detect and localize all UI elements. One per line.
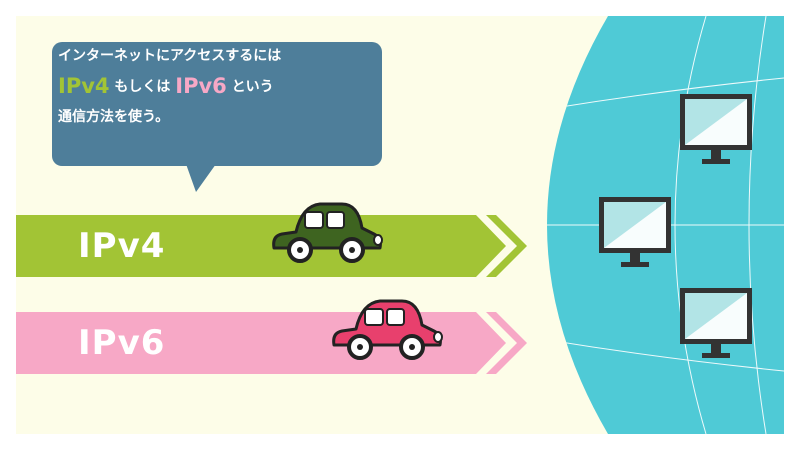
ipv4-lane-label: IPv4 [78, 226, 166, 266]
bubble-mid-text: もしくは [114, 79, 171, 95]
bubble-line-2: IPv4 もしくは IPv6 という [58, 71, 338, 102]
bubble-end-text: という [231, 79, 274, 95]
monitor-icon [680, 288, 752, 358]
ipv4-highlight: IPv4 [58, 74, 110, 98]
car-icon [272, 202, 383, 263]
internet-globe [16, 16, 784, 434]
ipv6-highlight: IPv6 [175, 74, 227, 98]
speech-bubble-text: インターネットにアクセスするには IPv4 もしくは IPv6 という 通信方法… [58, 41, 338, 132]
speech-bubble [52, 42, 382, 166]
speech-bubble-tail [186, 164, 216, 192]
illustration-panel: IPv4 IPv6 インターネットにアクセスするには IPv4 もしくは IPv… [16, 16, 784, 434]
monitor-icon [599, 197, 671, 267]
monitor-icon [680, 94, 752, 164]
bubble-line-3: 通信方法を使う。 [58, 109, 170, 125]
ipv6-lane-label: IPv6 [78, 323, 166, 363]
car-icon [332, 299, 443, 360]
ipv4-lane-arrow [16, 215, 527, 277]
bubble-line-1: インターネットにアクセスするには [58, 48, 282, 64]
